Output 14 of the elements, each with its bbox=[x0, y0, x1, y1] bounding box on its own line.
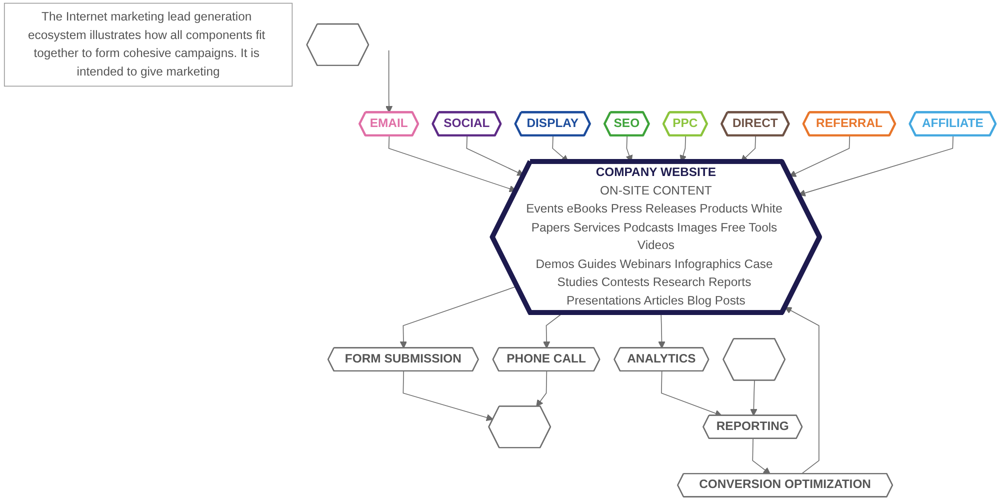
arrow bbox=[536, 370, 548, 407]
arrow bbox=[466, 135, 524, 176]
arrow bbox=[798, 135, 954, 196]
arrow bbox=[750, 380, 758, 416]
arrow bbox=[789, 135, 850, 177]
arrow bbox=[402, 370, 494, 422]
arrow bbox=[784, 307, 820, 474]
node-box: The Internet marketing lead generation ecosystem illustrates how all components fit together to form cohesive campaigns. It is intended to give marketing bbox=[4, 2, 293, 87]
arrow bbox=[752, 438, 771, 474]
arrow bbox=[661, 370, 722, 417]
arrow bbox=[658, 312, 666, 348]
arrow bbox=[388, 135, 516, 192]
arrow bbox=[385, 50, 393, 113]
arrow bbox=[543, 312, 564, 348]
